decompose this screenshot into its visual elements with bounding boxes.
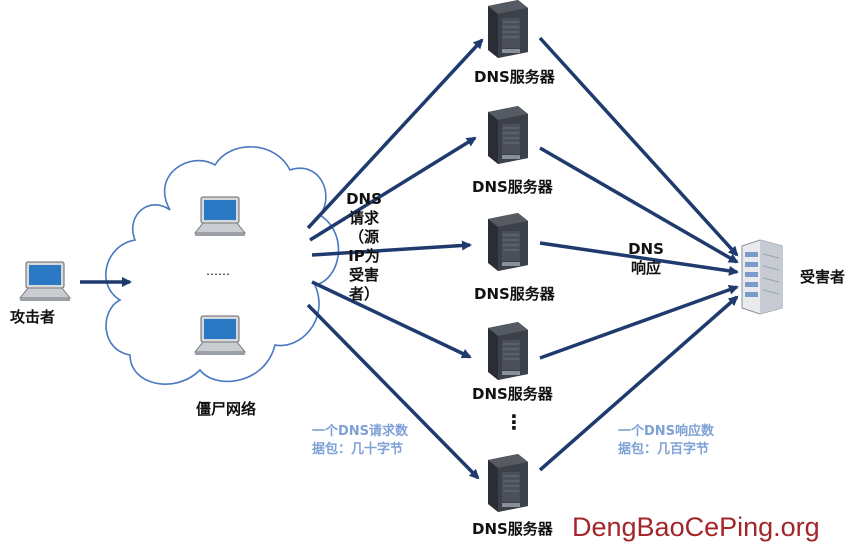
arrow-request-5 <box>306 303 480 480</box>
server-tower-icon <box>487 105 529 165</box>
vertical-ellipsis: ⋮ <box>504 410 524 434</box>
server-tower-icon <box>487 321 529 381</box>
attacker-label: 攻击者 <box>10 308 56 326</box>
arrow-request-1 <box>306 38 484 230</box>
bot-laptop-icon <box>194 315 246 356</box>
request-packet-note: 一个DNS请求数 据包：几十字节 <box>312 424 409 457</box>
dns-server-label: DNS服务器 <box>472 178 553 196</box>
botnet-label: 僵尸网络 <box>196 400 257 418</box>
dns-server-label: DNS服务器 <box>472 385 553 403</box>
server-tower-icon <box>487 212 529 272</box>
arrow-response-4 <box>539 285 739 360</box>
dns-response-label: DNS 响应 <box>628 240 664 277</box>
watermark: DengBaoCePing.org <box>572 512 820 542</box>
server-rack-icon <box>741 239 783 315</box>
botnet-ellipsis: …… <box>206 264 230 278</box>
arrow-response-5 <box>538 295 739 472</box>
server-tower-icon <box>487 453 529 513</box>
cloud-icon <box>105 146 340 385</box>
dns-server-label: DNS服务器 <box>474 68 555 86</box>
arrow-response-2 <box>539 146 739 264</box>
arrow-response-3 <box>539 241 739 276</box>
bot-laptop-icon <box>194 196 246 237</box>
dns-server-label: DNS服务器 <box>472 520 553 538</box>
response-packet-note: 一个DNS响应数 据包：几百字节 <box>618 424 715 457</box>
arrow-request-2 <box>309 136 477 242</box>
dns-request-label: DNS 请求 （源 IP为 受害 者） <box>346 190 382 303</box>
arrow-request-4 <box>311 280 472 359</box>
attacker-laptop-icon <box>19 261 71 302</box>
arrow-request-3 <box>311 240 472 257</box>
dns-server-label: DNS服务器 <box>474 285 555 303</box>
server-tower-icon <box>487 0 529 59</box>
arrow-response-1 <box>538 36 739 257</box>
victim-label: 受害者 <box>800 268 846 286</box>
